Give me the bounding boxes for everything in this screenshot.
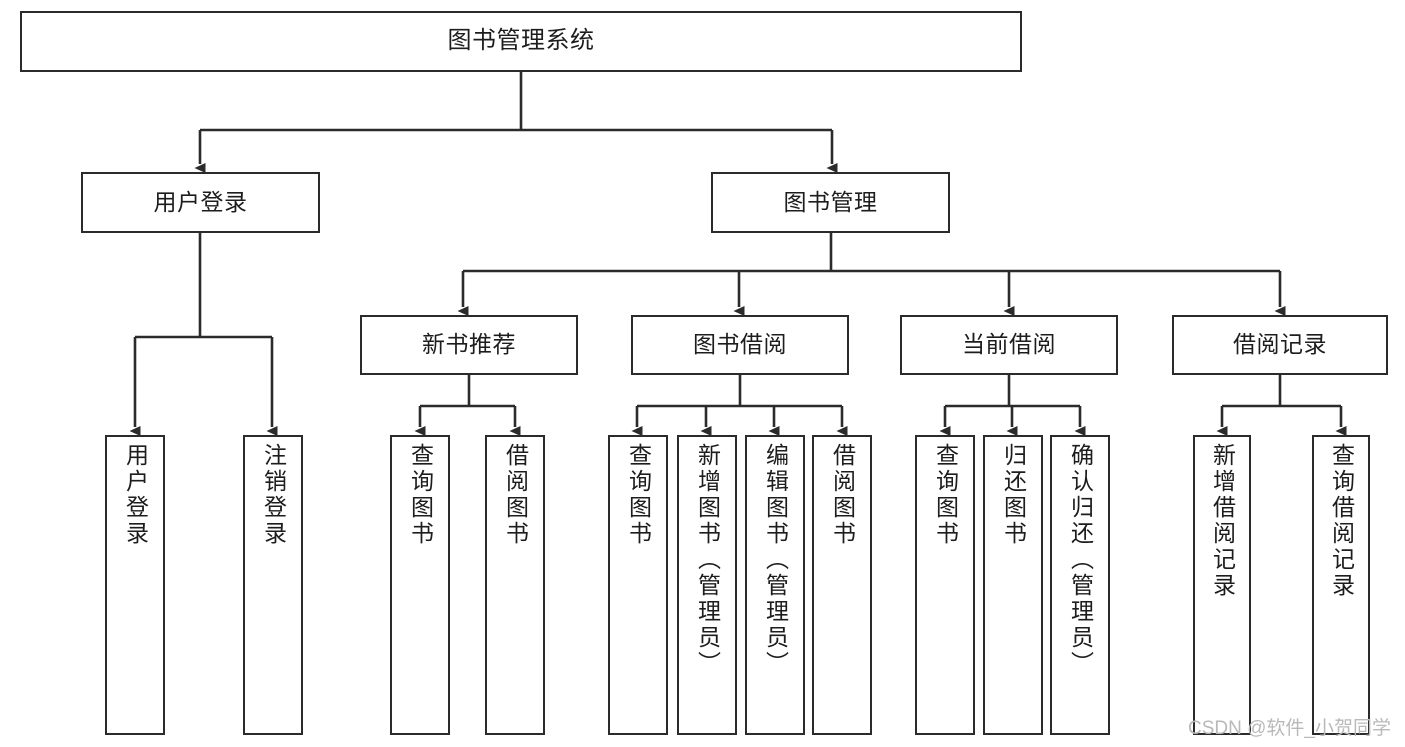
node-leaf-query-book-1-label: 查询图书: [407, 443, 434, 547]
node-leaf-query-book-3-label: 查询图书: [932, 443, 959, 547]
node-leaf-edit-book-label: 编辑图书（管理员）: [762, 443, 789, 677]
node-user-login-label: 用户登录: [153, 188, 248, 215]
node-book-manage-label: 图书管理: [783, 188, 878, 215]
node-leaf-query-book-2-label: 查询图书: [625, 443, 652, 547]
node-leaf-logout[interactable]: 注销登录: [243, 435, 303, 735]
node-root[interactable]: 图书管理系统: [20, 11, 1022, 72]
node-leaf-borrow-book-2[interactable]: 借阅图书: [812, 435, 872, 735]
node-current-borrow-label: 当前借阅: [962, 331, 1056, 358]
node-leaf-logout-label: 注销登录: [260, 443, 287, 547]
node-leaf-user-login-label: 用户登录: [122, 443, 149, 547]
node-leaf-borrow-book-1-label: 借阅图书: [502, 443, 529, 547]
node-leaf-confirm-return-label: 确认归还（管理员）: [1067, 443, 1094, 677]
node-leaf-borrow-book-2-label: 借阅图书: [829, 443, 856, 547]
node-leaf-confirm-return[interactable]: 确认归还（管理员）: [1050, 435, 1110, 735]
node-leaf-query-book-3[interactable]: 查询图书: [915, 435, 975, 735]
node-leaf-add-book-label: 新增图书（管理员）: [694, 443, 721, 677]
node-root-label: 图书管理系统: [447, 27, 595, 55]
node-leaf-query-record-label: 查询借阅记录: [1328, 443, 1355, 599]
node-leaf-return-book[interactable]: 归还图书: [983, 435, 1043, 735]
node-leaf-borrow-book-1[interactable]: 借阅图书: [485, 435, 545, 735]
node-leaf-add-record[interactable]: 新增借阅记录: [1193, 435, 1251, 735]
node-leaf-query-book-2[interactable]: 查询图书: [608, 435, 668, 735]
node-user-login[interactable]: 用户登录: [81, 172, 320, 233]
node-borrow-record[interactable]: 借阅记录: [1172, 315, 1388, 375]
node-leaf-add-record-label: 新增借阅记录: [1209, 443, 1236, 599]
node-current-borrow[interactable]: 当前借阅: [900, 315, 1118, 375]
node-book-borrow-label: 图书借阅: [693, 331, 787, 358]
node-leaf-user-login[interactable]: 用户登录: [105, 435, 165, 735]
node-new-book-recommend[interactable]: 新书推荐: [360, 315, 578, 375]
node-leaf-return-book-label: 归还图书: [1000, 443, 1027, 547]
node-leaf-query-record[interactable]: 查询借阅记录: [1312, 435, 1370, 735]
node-leaf-add-book[interactable]: 新增图书（管理员）: [677, 435, 737, 735]
node-leaf-edit-book[interactable]: 编辑图书（管理员）: [745, 435, 805, 735]
node-book-manage[interactable]: 图书管理: [711, 172, 950, 233]
csdn-watermark: CSDN @软件_小贺同学: [1188, 718, 1391, 739]
node-borrow-record-label: 借阅记录: [1233, 331, 1327, 358]
node-leaf-query-book-1[interactable]: 查询图书: [390, 435, 450, 735]
node-book-borrow[interactable]: 图书借阅: [631, 315, 849, 375]
node-new-book-recommend-label: 新书推荐: [422, 331, 516, 358]
